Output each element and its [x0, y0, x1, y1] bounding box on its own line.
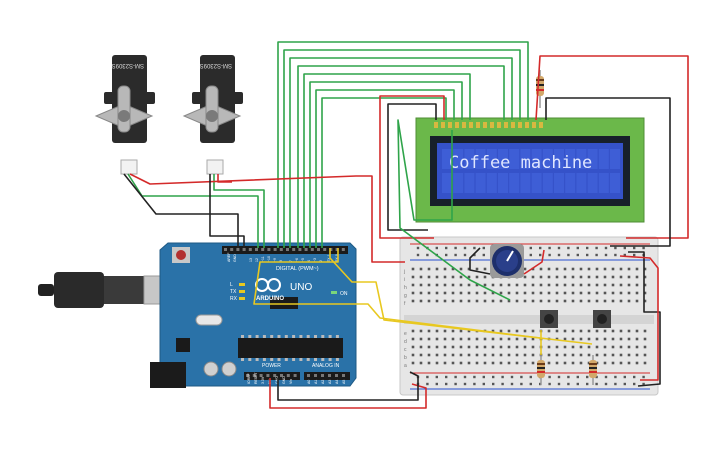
- wire-green-2: [283, 49, 521, 248]
- wire-pot-gnd: [469, 247, 491, 275]
- svg-text:A4: A4: [335, 380, 339, 384]
- svg-text:A0: A0: [307, 380, 311, 384]
- wire-green-5: [303, 73, 471, 248]
- uno-label: UNO: [290, 282, 312, 293]
- l-led-label: L: [230, 282, 233, 288]
- wire-lcd-v0: [397, 119, 511, 301]
- power-analog-header: [246, 374, 345, 377]
- digital-header: [224, 248, 345, 251]
- rx-led-label: RX: [230, 296, 238, 302]
- svg-text:Vin: Vin: [289, 379, 293, 384]
- wire-green-6: [309, 81, 463, 248]
- top-pin-labels: AREF GND 13 12 ~11 ~10 ~9 8 7 ~6 ~5 4 ~3…: [227, 253, 339, 262]
- wire-button1-signal: [329, 248, 593, 345]
- wire-green-3: [289, 57, 513, 248]
- wire-servo1-signal: [127, 173, 259, 248]
- svg-text:~6: ~6: [295, 258, 299, 262]
- wire-green-4: [297, 65, 505, 248]
- wires: [123, 41, 689, 409]
- svg-text:A3: A3: [328, 380, 332, 384]
- potentiometer[interactable]: [490, 244, 524, 278]
- servo-2-label: SM-S2309S: [200, 62, 232, 68]
- svg-text:TX 1: TX 1: [327, 255, 331, 262]
- svg-text:~3: ~3: [313, 258, 317, 262]
- resistor-1: [537, 355, 545, 385]
- svg-text:~11: ~11: [261, 256, 265, 262]
- svg-text:13: 13: [249, 258, 253, 262]
- on-led-label: ON: [340, 291, 348, 297]
- svg-text:~10: ~10: [267, 256, 271, 262]
- servo-2[interactable]: SM-S2309S: [182, 55, 243, 175]
- power-label: POWER: [262, 363, 281, 369]
- digital-pwm-label: DIGITAL (PWM~): [276, 266, 319, 272]
- wire-green-7: [315, 89, 455, 248]
- svg-text:AREF: AREF: [227, 253, 231, 262]
- wire-button2-signal: [253, 248, 541, 339]
- wire-rail-jumper: [628, 251, 661, 387]
- analog-in-label: ANALOG IN: [312, 363, 340, 369]
- wire-arduino-gnd: [277, 371, 419, 401]
- wire-lcd-vdd: [379, 95, 445, 239]
- svg-text:GND: GND: [282, 376, 286, 384]
- wire-lcd-vss: [387, 103, 437, 231]
- wire-rail-red-right: [619, 255, 659, 381]
- arduino-board: DIGITAL (PWM~) ARDUINO UNO ON TX RX L PO…: [150, 242, 357, 388]
- servo-1[interactable]: SM-S2309S: [94, 55, 155, 175]
- usb-cable: [38, 272, 181, 308]
- servo-1-horn: [94, 85, 154, 133]
- svg-text:~5: ~5: [301, 258, 305, 262]
- lcd-pin-header: [434, 122, 543, 128]
- tx-led-label: TX: [230, 289, 237, 295]
- svg-text:4: 4: [307, 260, 311, 262]
- svg-text:a: a: [404, 363, 407, 369]
- wire-green-1: [277, 41, 529, 248]
- svg-text:RESET: RESET: [254, 371, 258, 384]
- wire-servo1-power: [129, 173, 405, 263]
- svg-text:~9: ~9: [273, 258, 277, 262]
- svg-text:A1: A1: [314, 380, 318, 384]
- microcontroller-chip-pins: [241, 335, 339, 361]
- svg-text:12: 12: [255, 258, 259, 262]
- svg-text:j: j: [403, 269, 405, 275]
- wire-servo2-power: [217, 174, 232, 183]
- breadboard-row-letters: j i h g f e d c b a: [403, 269, 407, 369]
- svg-text:2: 2: [319, 260, 323, 262]
- wire-pot-vcc: [523, 249, 545, 275]
- svg-text:h: h: [404, 285, 407, 291]
- svg-text:GND: GND: [233, 254, 237, 262]
- svg-text:c: c: [404, 347, 407, 353]
- lcd-character-cells: [442, 149, 620, 193]
- svg-text:7: 7: [289, 260, 293, 262]
- svg-text:f: f: [404, 301, 406, 307]
- svg-text:IOREF: IOREF: [247, 373, 251, 384]
- wire-green-8: [321, 97, 447, 248]
- lcd-module: Coffee machine: [415, 117, 645, 223]
- arduino-brand-text: ARDUINO: [256, 296, 284, 302]
- svg-text:GND: GND: [275, 376, 279, 384]
- svg-text:i: i: [404, 277, 405, 283]
- servo-2-horn: [182, 85, 242, 133]
- wire-lcd-led-a: [535, 55, 689, 239]
- lcd-display-text: Coffee machine: [449, 153, 592, 173]
- wire-arduino-5v: [269, 378, 427, 409]
- svg-text:A2: A2: [321, 380, 325, 384]
- wire-servo1-gnd: [123, 173, 239, 248]
- servo-1-label: SM-S2309S: [112, 62, 144, 68]
- svg-text:RX 0: RX 0: [335, 254, 339, 262]
- svg-text:d: d: [404, 339, 407, 345]
- svg-text:g: g: [404, 293, 407, 299]
- svg-text:b: b: [404, 355, 407, 361]
- breadboard: j i h g f e d c b a: [399, 236, 659, 396]
- wire-servo2-signal: [213, 174, 265, 248]
- push-button-1[interactable]: [540, 310, 558, 328]
- push-button-2[interactable]: [593, 310, 611, 328]
- resistor-2: [589, 355, 597, 385]
- svg-text:e: e: [404, 331, 407, 337]
- svg-text:A5: A5: [342, 380, 346, 384]
- svg-text:3.3V: 3.3V: [261, 376, 265, 384]
- wire-lcd-led-k: [545, 97, 671, 247]
- wire-servo2-gnd: [209, 174, 245, 248]
- svg-text:8: 8: [279, 260, 283, 262]
